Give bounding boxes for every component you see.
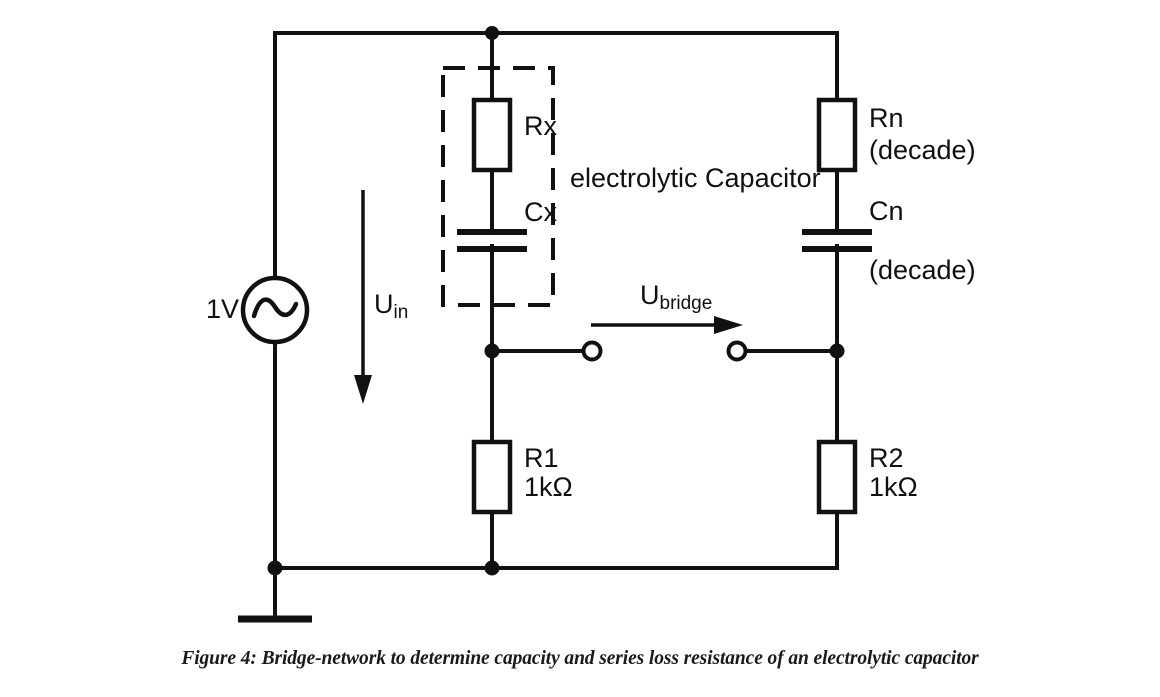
- junction-dot-bottom-left: [267, 560, 283, 576]
- r2-value: 1kΩ: [869, 472, 918, 502]
- r1-value: 1kΩ: [524, 472, 573, 502]
- circuit-wires: [238, 31, 839, 623]
- u-bridge-arrow-head-icon: [714, 316, 743, 334]
- u-bridge-label: Ubridge: [640, 280, 712, 314]
- cn-sublabel: (decade): [869, 255, 976, 285]
- junction-dots: [267, 26, 845, 576]
- dut-dashed-boundary: [441, 66, 555, 307]
- capacitor-cn[interactable]: Cn (decade): [802, 196, 976, 285]
- rx-body-icon: [471, 97, 513, 173]
- resistor-rx[interactable]: Rx: [471, 97, 557, 173]
- figure-caption: Figure 4: Bridge-network to determine ca…: [181, 648, 979, 669]
- circuit-diagram: 1V electrolytic Capacitor Rx Cx Rn (deca…: [206, 26, 976, 623]
- bridge-terminals[interactable]: [581, 340, 748, 362]
- rn-sublabel: (decade): [869, 135, 976, 165]
- r2-label: R2: [869, 443, 904, 473]
- r1-body-icon: [471, 439, 513, 515]
- rn-body-icon: [816, 97, 858, 173]
- junction-dot-bottom-mid: [484, 560, 500, 576]
- u-in-label: Uin: [374, 289, 408, 323]
- resistor-r1[interactable]: R1 1kΩ: [471, 439, 573, 515]
- cn-label: Cn: [869, 196, 904, 226]
- u-in-arrow-head-icon: [354, 375, 372, 404]
- junction-dot-bridge-left: [484, 343, 500, 359]
- r2-body-icon: [816, 439, 858, 515]
- resistor-r2[interactable]: R2 1kΩ: [816, 439, 918, 515]
- terminal-right-icon[interactable]: [726, 340, 748, 362]
- r1-label: R1: [524, 443, 559, 473]
- cx-label: Cx: [524, 197, 557, 227]
- u-bridge-arrow: Ubridge: [591, 280, 743, 334]
- u-in-arrow: Uin: [354, 190, 408, 404]
- junction-dot-bridge-right: [829, 343, 845, 359]
- ac-voltage-source[interactable]: 1V: [206, 275, 310, 345]
- terminal-left-icon[interactable]: [581, 340, 603, 362]
- resistor-rn[interactable]: Rn (decade): [816, 97, 976, 173]
- sine-wave-icon: [251, 297, 299, 319]
- rn-label: Rn: [869, 103, 904, 133]
- source-voltage-label: 1V: [206, 294, 239, 324]
- rx-label: Rx: [524, 111, 557, 141]
- dut-box-label: electrolytic Capacitor: [570, 163, 821, 193]
- electrolytic-capacitor-group: electrolytic Capacitor: [441, 66, 821, 307]
- capacitor-cx[interactable]: Cx: [457, 197, 557, 252]
- junction-dot-top-mid: [485, 26, 499, 40]
